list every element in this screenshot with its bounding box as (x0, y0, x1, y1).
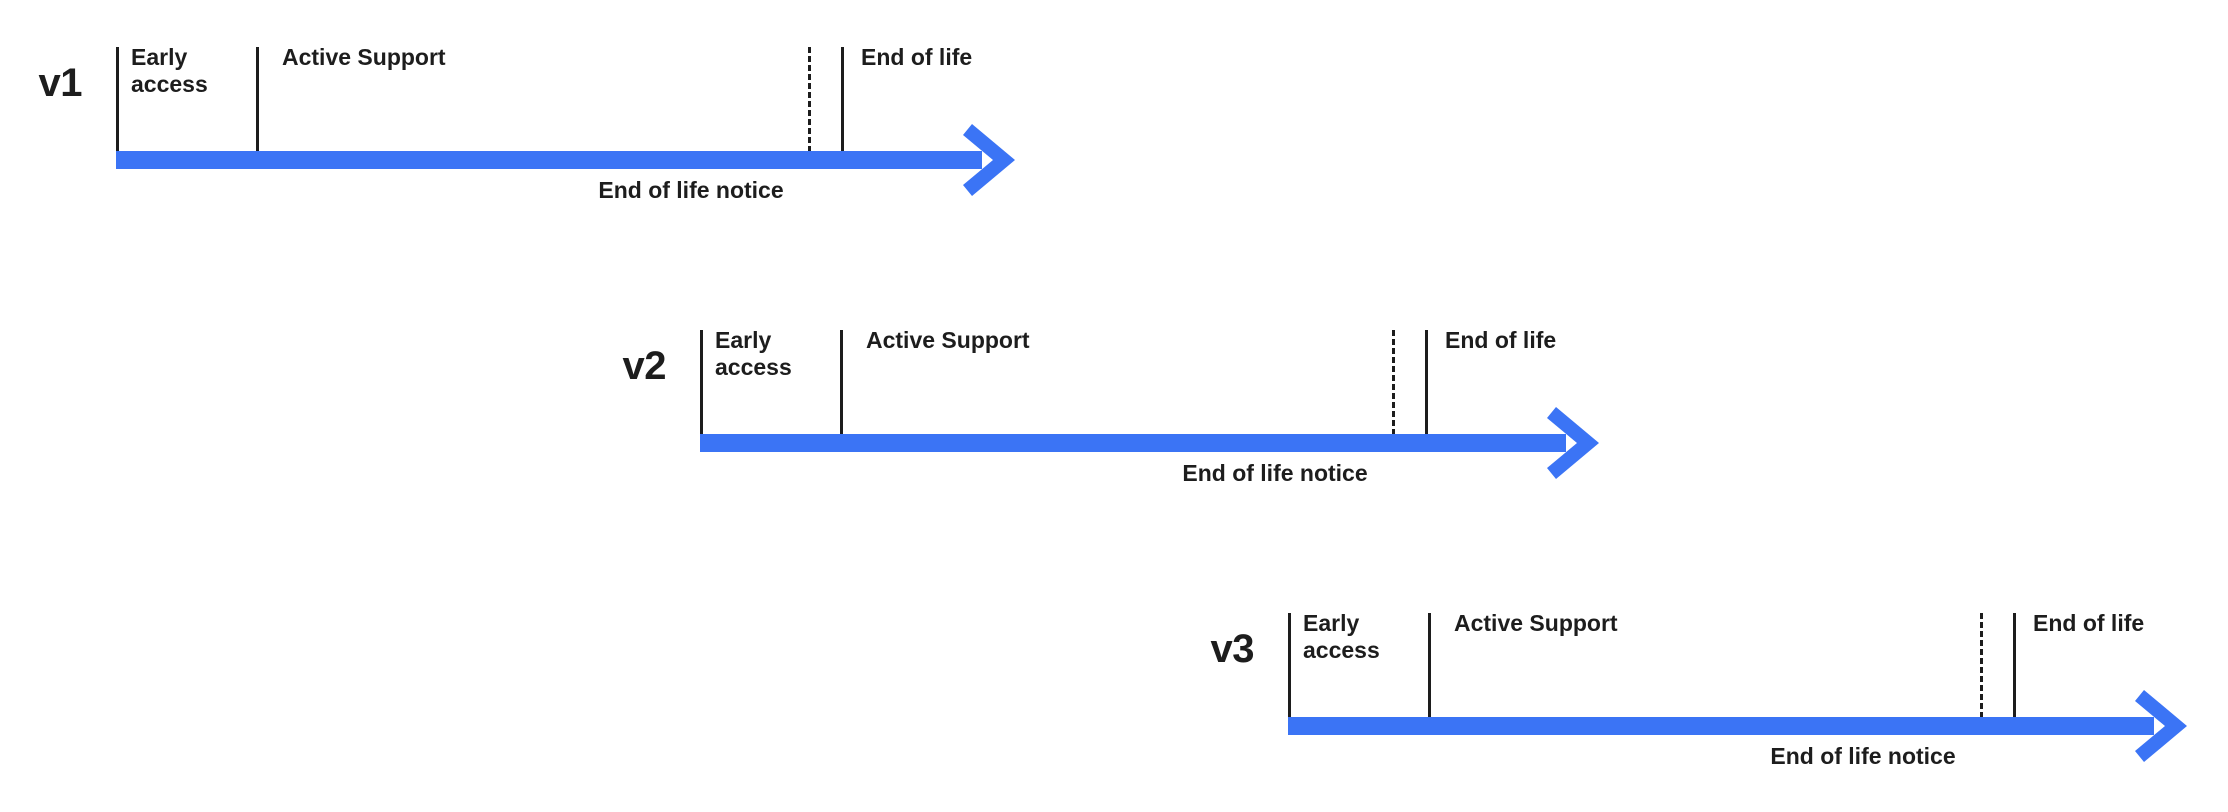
timeline-arrow-shaft-v2 (700, 434, 1566, 452)
arrow-right-icon-v3 (2135, 690, 2187, 762)
eol-notice-label-v3: End of life notice (1770, 743, 1956, 769)
phase-label-active-support-v1: Active Support (282, 44, 446, 70)
eol-notice-label-v1: End of life notice (598, 177, 784, 203)
phase-label-early-access-v3: Early access (1303, 610, 1380, 663)
phase-label-early-access-v2: Early access (715, 327, 792, 380)
divider-start-v3 (1288, 613, 1291, 718)
arrow-right-icon-v1 (963, 124, 1015, 196)
divider-end-of-life-v1 (841, 47, 844, 152)
divider-end-of-life-v2 (1425, 330, 1428, 435)
divider-early-access-v2 (840, 330, 843, 435)
phase-label-end-of-life-v2: End of life (1445, 327, 1557, 353)
version-label-v2: v2 (622, 344, 667, 388)
divider-start-v1 (116, 47, 119, 152)
version-label-v3: v3 (1210, 627, 1255, 671)
divider-start-v2 (700, 330, 703, 435)
timeline-arrow-shaft-v1 (116, 151, 982, 169)
divider-eol-notice-v2 (1392, 330, 1395, 435)
version-label-v1: v1 (38, 61, 83, 105)
eol-notice-label-v2: End of life notice (1182, 460, 1368, 486)
divider-early-access-v1 (256, 47, 259, 152)
phase-label-end-of-life-v3: End of life (2033, 610, 2145, 636)
phase-label-active-support-v3: Active Support (1454, 610, 1618, 636)
timeline-arrow-shaft-v3 (1288, 717, 2154, 735)
divider-eol-notice-v3 (1980, 613, 1983, 718)
divider-early-access-v3 (1428, 613, 1431, 718)
divider-end-of-life-v3 (2013, 613, 2016, 718)
arrow-right-icon-v2 (1547, 407, 1599, 479)
phase-label-end-of-life-v1: End of life (861, 44, 973, 70)
phase-label-active-support-v2: Active Support (866, 327, 1030, 353)
phase-label-early-access-v1: Early access (131, 44, 208, 97)
divider-eol-notice-v1 (808, 47, 811, 152)
